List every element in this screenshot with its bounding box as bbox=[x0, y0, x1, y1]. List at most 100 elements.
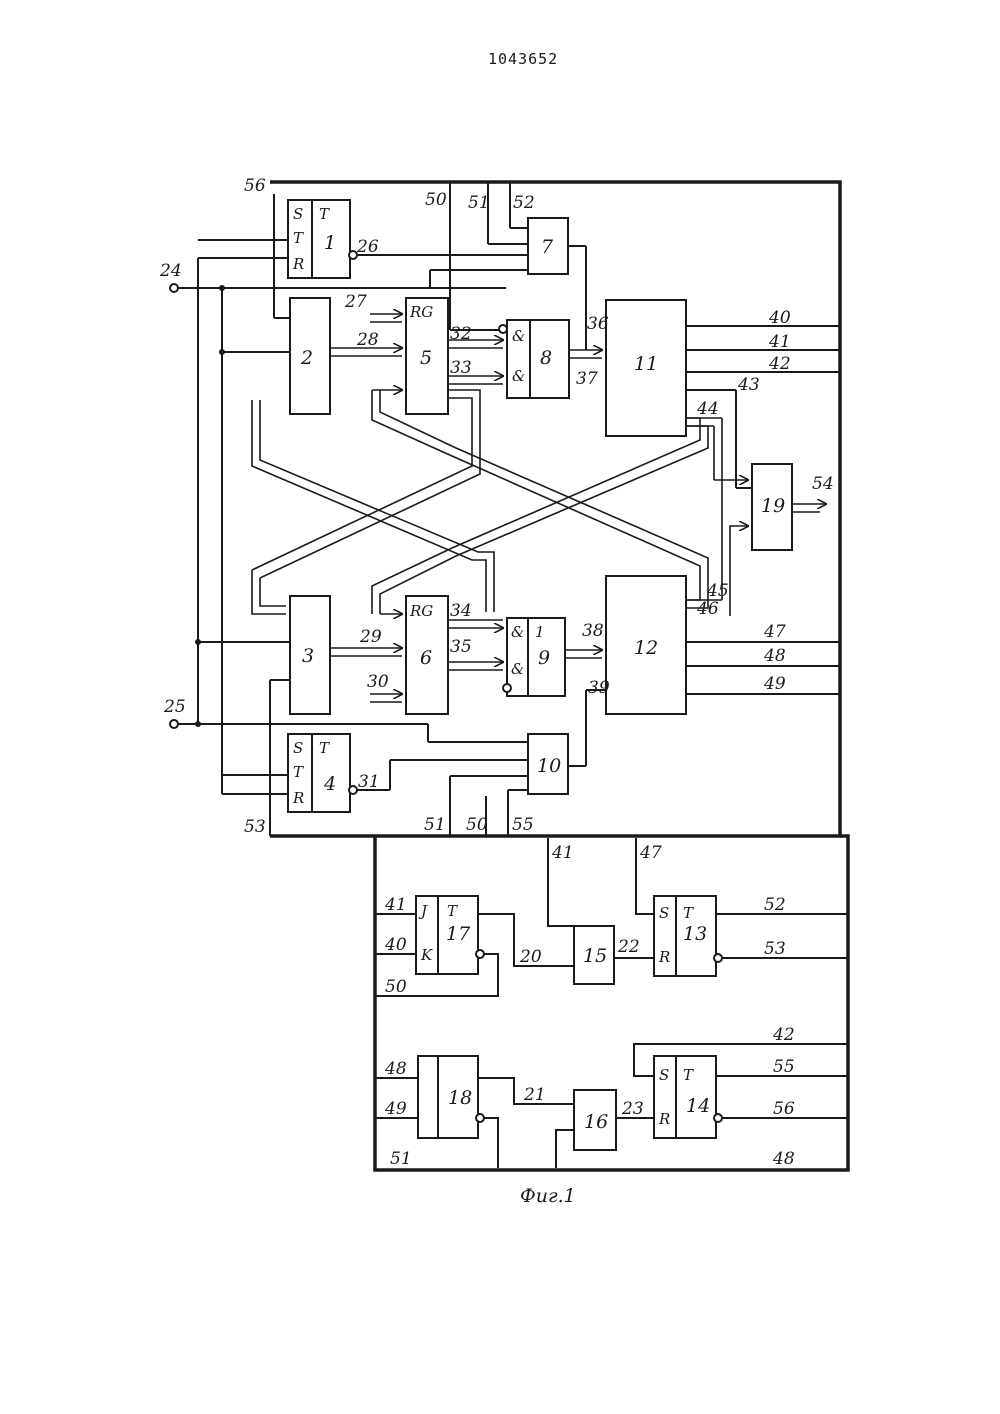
svg-text:T: T bbox=[447, 902, 458, 920]
block-8-and: & & 8 bbox=[499, 320, 569, 398]
svg-text:29: 29 bbox=[359, 627, 382, 647]
svg-text:6: 6 bbox=[420, 647, 432, 669]
block-10: 10 bbox=[528, 734, 568, 794]
svg-text:47: 47 bbox=[639, 843, 662, 863]
svg-text:55: 55 bbox=[512, 815, 534, 835]
block-7: 7 bbox=[528, 218, 568, 274]
svg-text:27: 27 bbox=[344, 292, 367, 312]
svg-text:2: 2 bbox=[300, 347, 313, 369]
svg-text:1: 1 bbox=[324, 232, 336, 254]
svg-text:40: 40 bbox=[768, 308, 791, 328]
svg-text:32: 32 bbox=[450, 324, 472, 344]
svg-text:25: 25 bbox=[163, 697, 186, 717]
svg-text:&: & bbox=[511, 623, 524, 641]
svg-text:T: T bbox=[293, 763, 304, 781]
block-9-and-or: & & 1 9 bbox=[503, 618, 565, 696]
svg-text:47: 47 bbox=[763, 622, 786, 642]
svg-text:13: 13 bbox=[683, 923, 707, 945]
svg-text:33: 33 bbox=[450, 358, 472, 378]
svg-text:S: S bbox=[293, 205, 303, 223]
block-19: 19 bbox=[752, 464, 792, 550]
block-11: 11 bbox=[606, 300, 686, 436]
svg-text:24: 24 bbox=[159, 261, 182, 281]
svg-text:40: 40 bbox=[384, 935, 407, 955]
block-13-sr-trigger: S R T 13 bbox=[654, 896, 722, 976]
svg-text:23: 23 bbox=[621, 1099, 644, 1119]
svg-text:48: 48 bbox=[384, 1059, 407, 1079]
svg-text:RG: RG bbox=[409, 602, 433, 620]
block-15: 15 bbox=[574, 926, 614, 984]
svg-text:R: R bbox=[292, 255, 304, 273]
wire-labels: 56 50 51 52 26 24 27 28 32 33 36 37 40 4… bbox=[159, 176, 834, 1169]
svg-text:T: T bbox=[683, 1066, 694, 1084]
svg-text:&: & bbox=[512, 367, 525, 385]
svg-text:42: 42 bbox=[772, 1025, 795, 1045]
figure-caption: Фиг.1 bbox=[520, 1185, 576, 1207]
svg-text:R: R bbox=[658, 948, 670, 966]
svg-text:50: 50 bbox=[385, 977, 407, 997]
svg-text:5: 5 bbox=[420, 347, 432, 369]
svg-text:16: 16 bbox=[584, 1111, 608, 1133]
svg-text:53: 53 bbox=[244, 817, 266, 837]
svg-text:49: 49 bbox=[384, 1099, 407, 1119]
svg-text:48: 48 bbox=[772, 1149, 795, 1169]
svg-text:46: 46 bbox=[696, 599, 719, 619]
svg-text:R: R bbox=[292, 789, 304, 807]
block-2: 2 bbox=[290, 298, 330, 414]
svg-text:55: 55 bbox=[773, 1057, 795, 1077]
svg-text:44: 44 bbox=[696, 399, 719, 419]
svg-text:K: K bbox=[420, 946, 433, 964]
block-6-register: RG 6 bbox=[406, 596, 448, 714]
svg-text:51: 51 bbox=[424, 815, 446, 835]
block-5-register: RG 5 bbox=[406, 298, 448, 414]
svg-text:38: 38 bbox=[582, 621, 604, 641]
svg-text:35: 35 bbox=[450, 637, 472, 657]
block-4-trigger: S T R T 4 bbox=[288, 734, 357, 812]
block-16: 16 bbox=[574, 1090, 616, 1150]
svg-text:37: 37 bbox=[576, 369, 598, 389]
svg-text:T: T bbox=[319, 739, 330, 757]
svg-text:41: 41 bbox=[768, 332, 791, 352]
svg-text:1: 1 bbox=[535, 623, 545, 641]
svg-text:8: 8 bbox=[540, 347, 552, 369]
block-17-jk-trigger: J K T 17 bbox=[416, 896, 484, 974]
svg-text:50: 50 bbox=[425, 190, 447, 210]
block-12: 12 bbox=[606, 576, 686, 714]
svg-text:9: 9 bbox=[538, 647, 550, 669]
svg-text:14: 14 bbox=[686, 1095, 710, 1117]
svg-text:45: 45 bbox=[706, 581, 729, 601]
svg-text:43: 43 bbox=[737, 375, 760, 395]
block-14-sr-trigger: S R T 14 bbox=[654, 1056, 722, 1138]
svg-text:S: S bbox=[293, 739, 303, 757]
svg-text:50: 50 bbox=[466, 815, 488, 835]
svg-text:S: S bbox=[659, 904, 669, 922]
svg-text:RG: RG bbox=[409, 303, 433, 321]
svg-text:30: 30 bbox=[367, 672, 389, 692]
svg-text:21: 21 bbox=[523, 1085, 546, 1105]
svg-text:49: 49 bbox=[763, 674, 786, 694]
svg-text:41: 41 bbox=[384, 895, 407, 915]
svg-text:12: 12 bbox=[634, 637, 658, 659]
svg-text:48: 48 bbox=[763, 646, 786, 666]
svg-text:54: 54 bbox=[812, 474, 834, 494]
svg-text:19: 19 bbox=[761, 495, 785, 517]
svg-text:28: 28 bbox=[356, 330, 379, 350]
svg-text:T: T bbox=[319, 205, 330, 223]
svg-text:39: 39 bbox=[588, 678, 610, 698]
svg-text:T: T bbox=[683, 904, 694, 922]
svg-text:36: 36 bbox=[587, 314, 609, 334]
svg-text:R: R bbox=[658, 1110, 670, 1128]
svg-text:56: 56 bbox=[244, 176, 266, 196]
block-1-trigger: S T R T 1 bbox=[288, 200, 357, 278]
svg-text:52: 52 bbox=[764, 895, 786, 915]
svg-text:51: 51 bbox=[390, 1149, 412, 1169]
svg-text:&: & bbox=[512, 327, 525, 345]
svg-text:S: S bbox=[659, 1066, 669, 1084]
svg-text:22: 22 bbox=[617, 937, 640, 957]
svg-text:15: 15 bbox=[583, 945, 607, 967]
svg-text:53: 53 bbox=[764, 939, 786, 959]
svg-text:52: 52 bbox=[513, 193, 535, 213]
svg-text:42: 42 bbox=[768, 354, 791, 374]
svg-text:&: & bbox=[511, 660, 524, 678]
